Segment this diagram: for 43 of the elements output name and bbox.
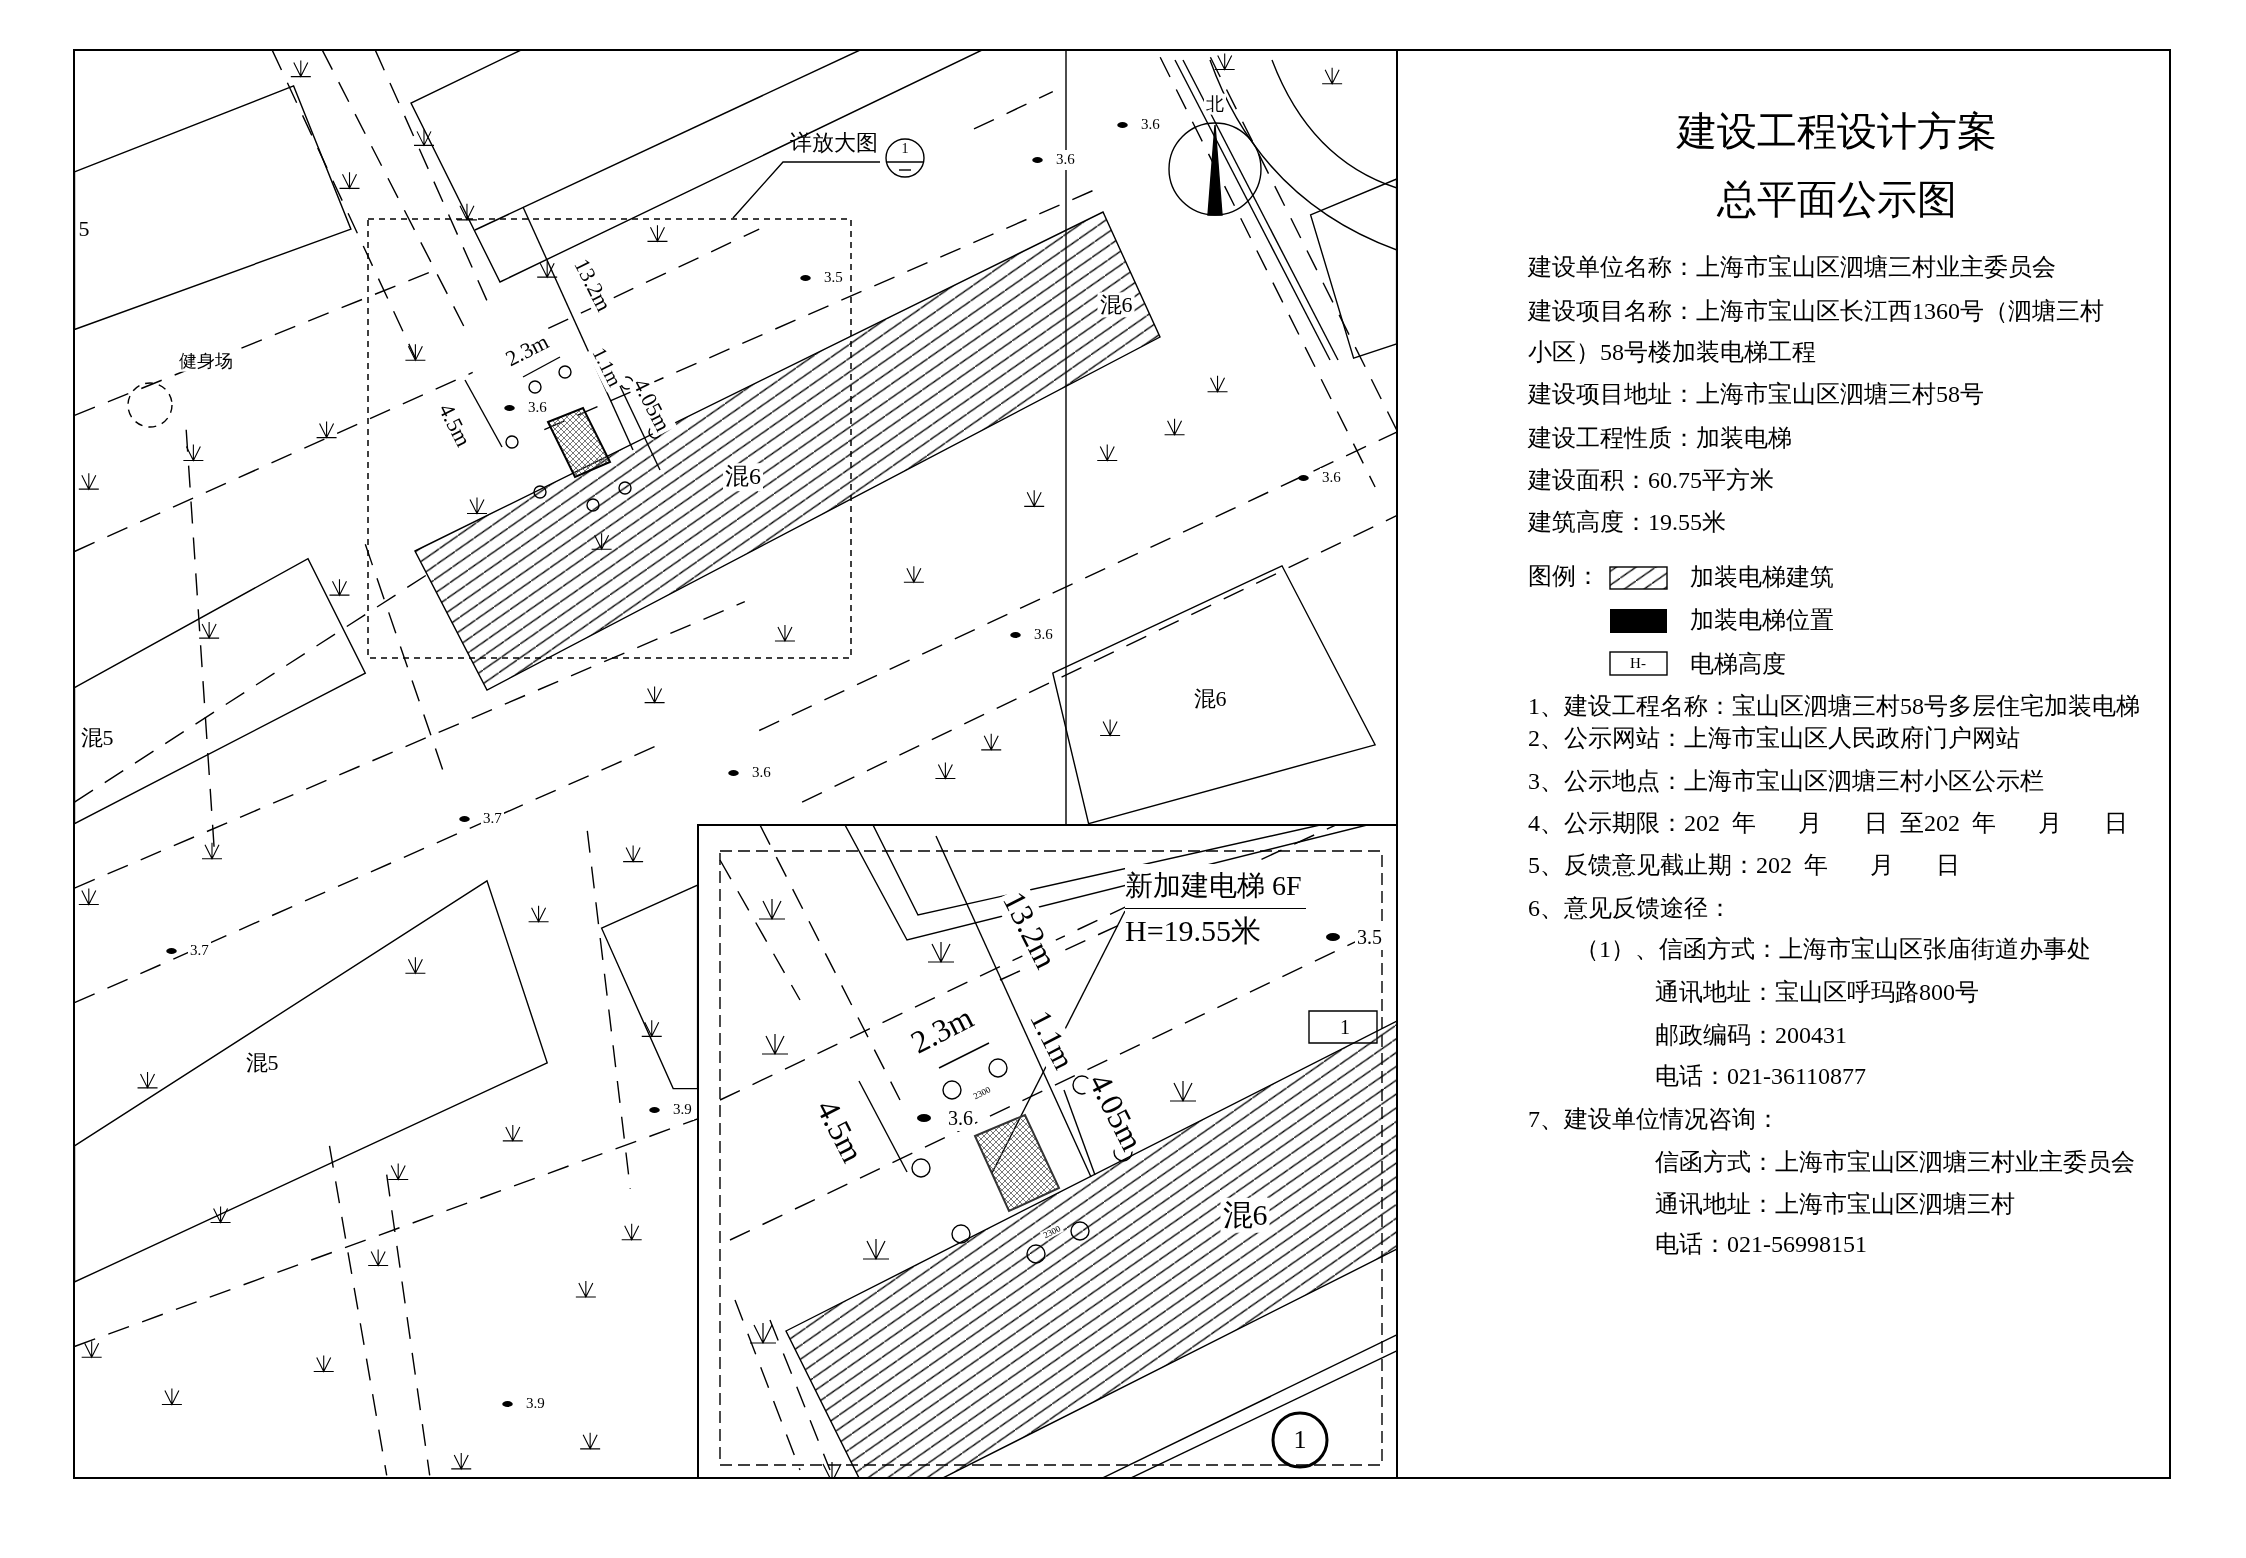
info-text: 建筑高度：19.55米 [1528,508,1726,538]
elevation-label: 3.6 [1054,150,1077,170]
info-text: 电话：021-56998151 [1655,1230,1867,1260]
info-text: 6、意见反馈途径： [1528,894,1732,924]
info-text: 通讯地址：宝山区呼玛路800号 [1655,978,1979,1008]
place-label: 健身场 [177,350,235,372]
building-label: 混5 [78,725,116,751]
leader-line [732,161,881,219]
symbol-text: H- [1630,655,1646,673]
legend-heading: 图例： [1528,562,1600,592]
info-text: 建设面积：60.75平方米 [1528,466,1774,496]
info-text: 2、公示网站：上海市宝山区人民政府门户网站 [1528,724,2020,754]
building-label: 1 [1340,1015,1350,1039]
info-text: 4、公示期限：202 年 月 日 至202 年 月 日 [1528,809,2128,839]
north-label: 北 [1204,93,1226,115]
elevation-label: 3.5 [1355,924,1384,950]
legend-text: 加装电梯建筑 [1690,563,1834,592]
building-label: 混6 [1097,292,1135,318]
info-text: 1、建设工程名称：宝山区泗塘三村58号多层住宅加装电梯 [1528,692,2140,722]
building-label: 混6 [723,463,763,491]
info-text: 建设项目地址：上海市宝山区泗塘三村58号 [1528,380,1984,410]
info-text: 电话：021-36110877 [1655,1062,1867,1092]
info-text: 通讯地址：上海市宝山区泗塘三村 [1655,1190,2015,1220]
callout-number: 1 [1293,1425,1307,1455]
info-text: 7、建设单位情况咨询： [1528,1105,1780,1135]
legend-text: 加装电梯位置 [1690,606,1834,635]
info-text: 建设工程性质：加装电梯 [1528,424,1792,454]
building-label: 混6 [1220,1197,1270,1233]
info-text: 3、公示地点：上海市宝山区泗塘三村小区公示栏 [1528,767,2044,797]
info-text: 建设项目名称：上海市宝山区长江西1360号（泗塘三村小区）58号楼加装电梯工程 [1528,297,2105,367]
info-text: （1）、信函方式：上海市宝山区张庙街道办事处 [1575,935,2091,965]
title-text: 总平面公示图 [1717,177,1957,223]
building-label: 混5 [243,1050,281,1076]
annotation-text: 新加建电梯 6F [1125,864,1306,909]
info-text: 5、反馈意见截止期：202 年 月 日 [1528,851,1960,881]
leader-label: 详放大图 [790,126,878,160]
legend-text: 电梯高度 [1690,650,1786,679]
building-label: 混6 [1191,686,1229,712]
info-text: 信函方式：上海市宝山区泗塘三村业主委员会 [1655,1148,2135,1178]
title-text: 建设工程设计方案 [1677,108,1997,156]
info-text: 邮政编码：200431 [1655,1021,1847,1051]
info-text: 建设单位名称：上海市宝山区泗塘三村业主委员会 [1528,253,2056,283]
callout-number: 1 [901,140,909,158]
